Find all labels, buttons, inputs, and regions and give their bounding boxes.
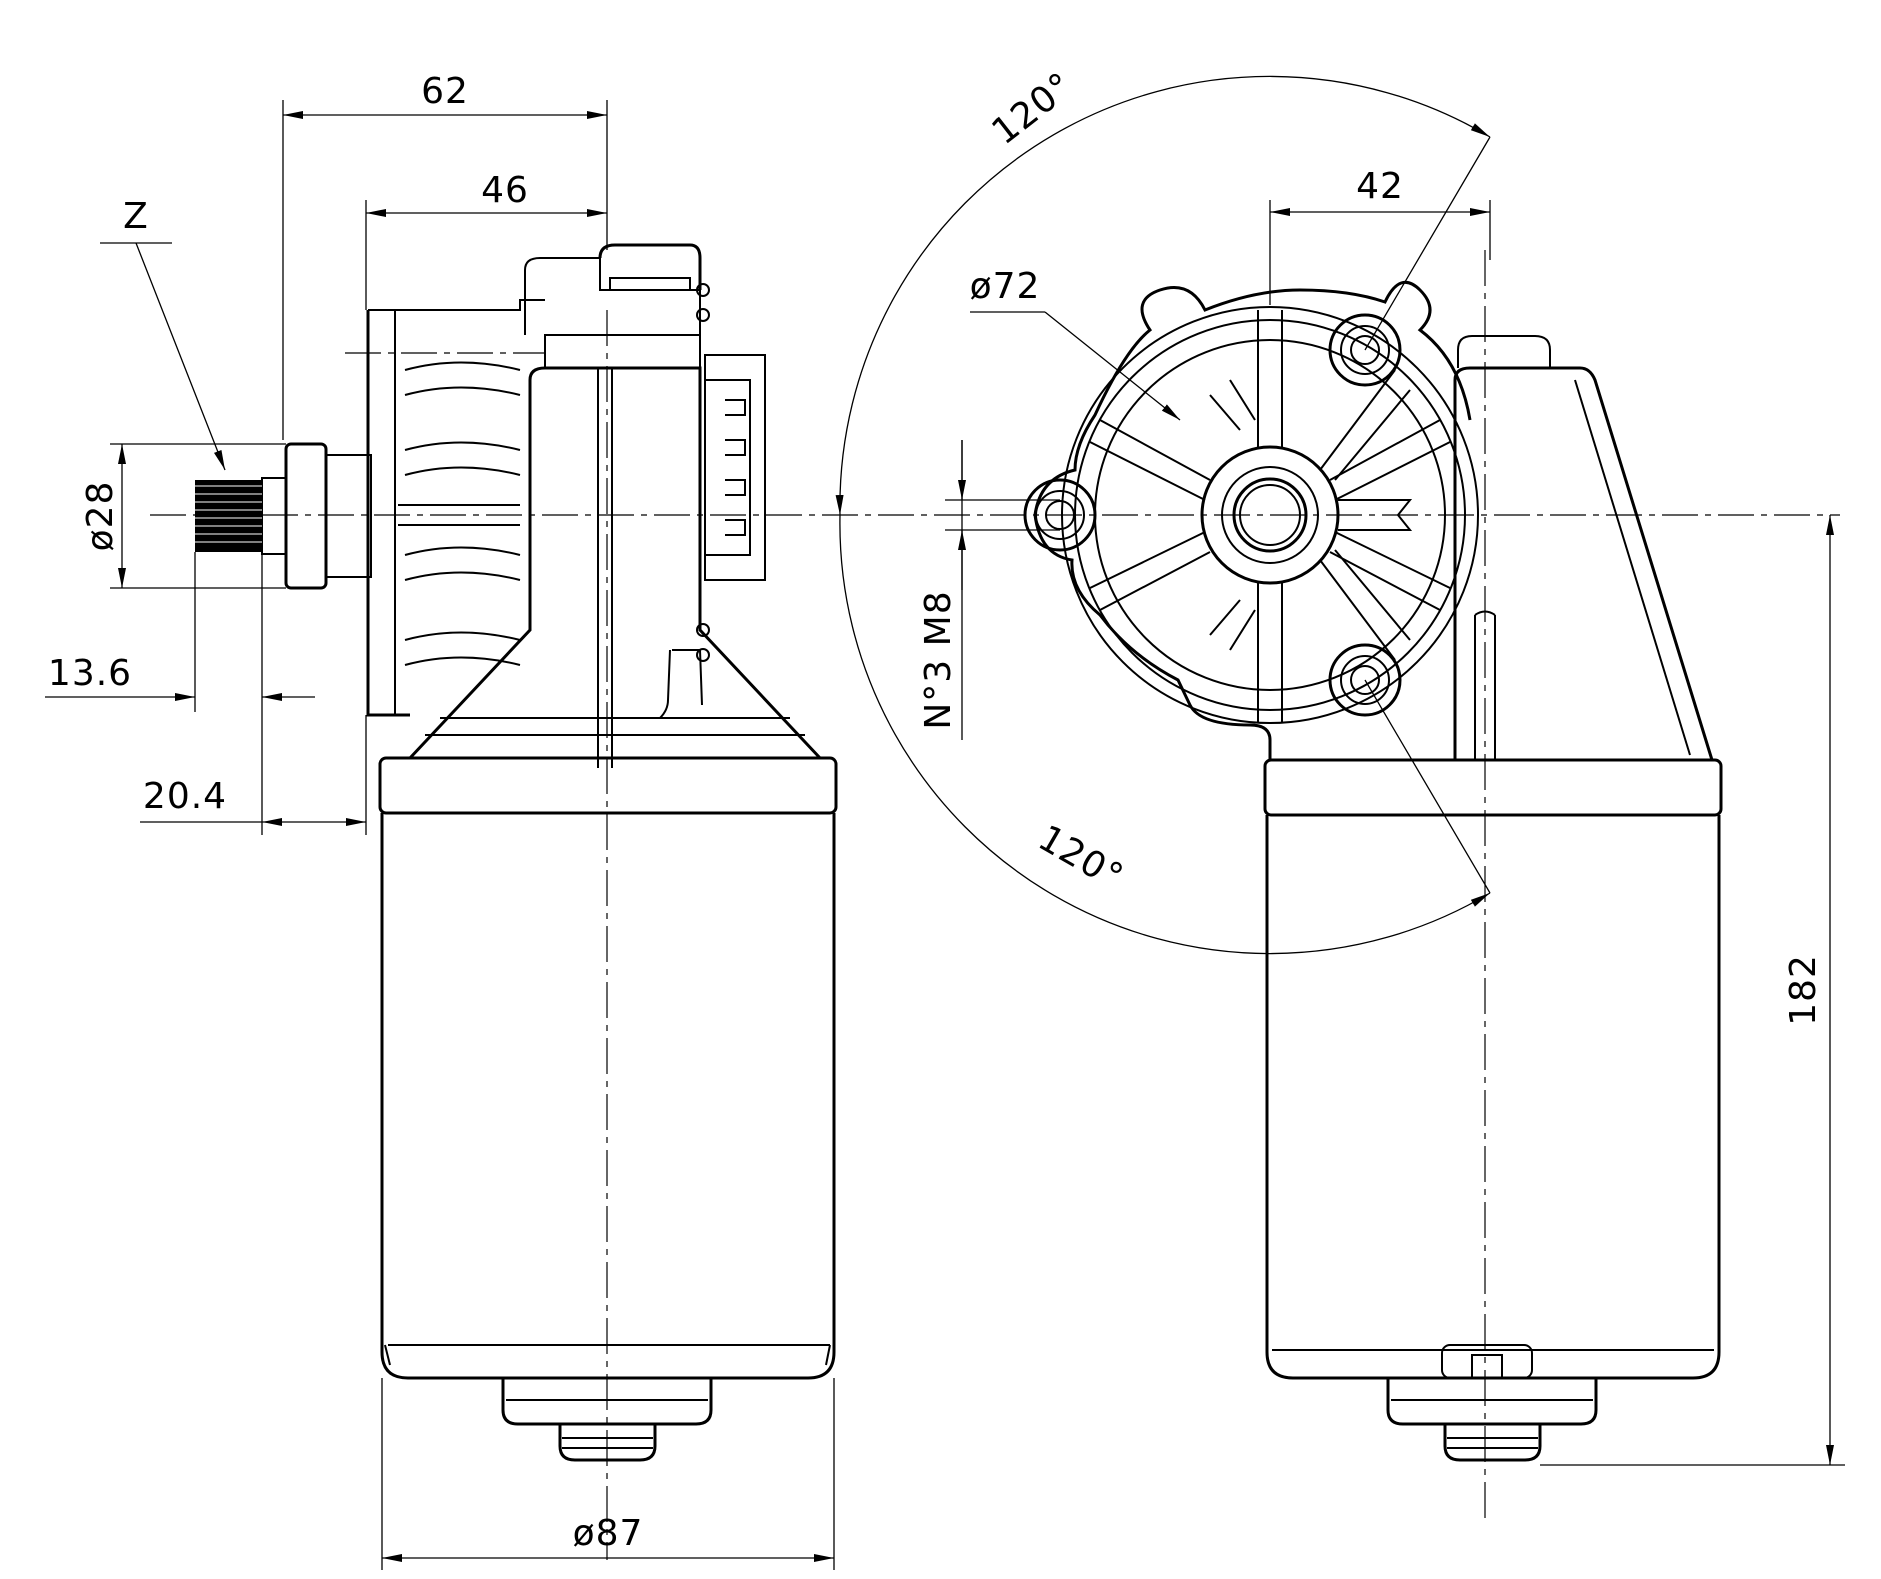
side-gearbox xyxy=(408,243,822,768)
dim-62: 62 xyxy=(421,71,469,112)
dim-dia-28: ø28 xyxy=(80,481,121,552)
dim-182: 182 xyxy=(1783,954,1824,1026)
dim-dia-87: ø87 xyxy=(573,1513,644,1554)
dim-20-4: 20.4 xyxy=(143,776,227,817)
dim-13-6: 13.6 xyxy=(48,653,132,694)
splined-shaft xyxy=(195,480,262,552)
side-view xyxy=(150,243,1840,1560)
dim-angle-bottom: 120° xyxy=(1031,818,1130,899)
front-gearbox-side xyxy=(1453,335,1714,761)
side-motor-body xyxy=(378,756,838,1462)
dim-thread-n3-m8: N°3 M8 xyxy=(918,590,959,729)
side-worm-housing xyxy=(345,299,545,717)
dim-dia-72: ø72 xyxy=(970,266,1041,307)
front-gear-cover xyxy=(1023,280,1479,760)
dim-angle-top: 120° xyxy=(985,65,1082,153)
front-motor-body xyxy=(1263,758,1723,1462)
dimension-lines xyxy=(45,75,1845,1570)
side-output-shaft xyxy=(195,442,372,590)
front-view xyxy=(1023,250,1723,1520)
dim-42: 42 xyxy=(1356,166,1404,207)
label-z: Z xyxy=(123,196,149,237)
dim-46: 46 xyxy=(481,170,529,211)
dimension-labels: 62 46 Z ø28 13.6 20.4 ø87 120° 120° 42 ø… xyxy=(48,65,1824,1554)
